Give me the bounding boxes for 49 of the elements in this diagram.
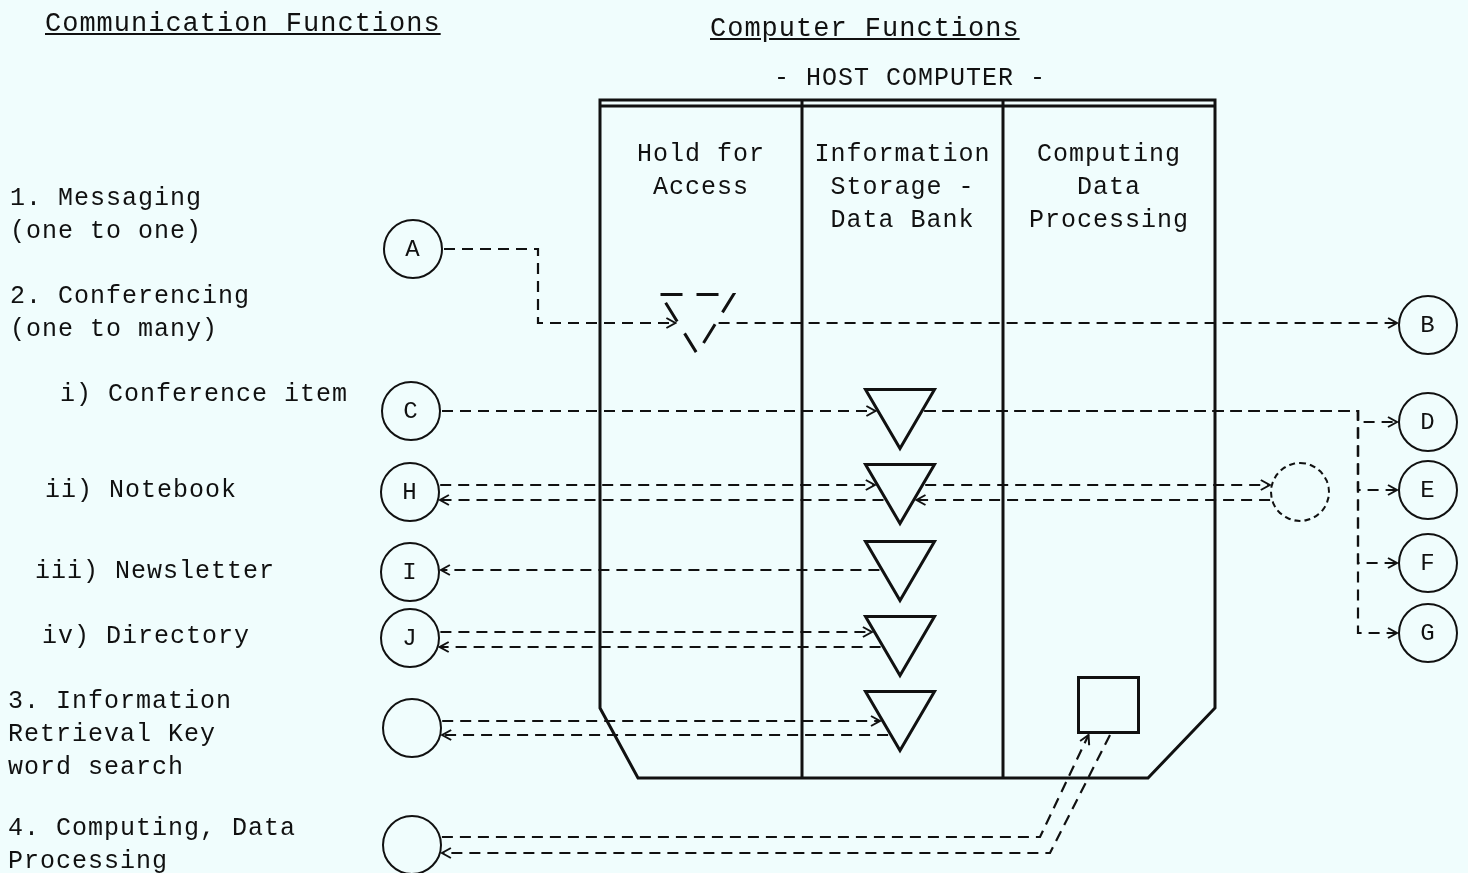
dashed-arrow xyxy=(718,317,1399,329)
list-item: 4. Computing, Data Processing xyxy=(8,813,298,873)
list-item: 1. Messaging (one to one) xyxy=(10,183,204,248)
dashed-arrow xyxy=(440,626,873,638)
circle-node: J xyxy=(380,608,440,668)
circle-node: G xyxy=(1398,603,1458,663)
triangle-symbol xyxy=(864,615,936,677)
triangle-symbol xyxy=(864,690,936,752)
list-item: iii) Newsletter xyxy=(35,556,276,588)
list-item: iv) Directory xyxy=(42,621,251,653)
square-symbol xyxy=(1077,676,1140,734)
circle-node xyxy=(382,698,442,758)
circle-node: D xyxy=(1398,392,1458,452)
triangle-symbol xyxy=(864,540,936,602)
dashed-arrow xyxy=(438,494,884,506)
section-heading: Computer Functions xyxy=(710,13,1020,46)
dashed-arrow xyxy=(440,479,876,491)
circle-node: H xyxy=(380,462,440,522)
list-item: i) Conference item xyxy=(60,379,349,411)
circle-node: C xyxy=(381,381,441,441)
circle-node: B xyxy=(1398,295,1458,355)
column-heading: Information Storage - Data Bank xyxy=(813,139,992,237)
dashed-arrow xyxy=(441,729,889,741)
triangle-symbol xyxy=(864,463,936,525)
dashed-arrow xyxy=(444,247,677,329)
list-item: 3. Information Retrieval Key word search xyxy=(8,686,234,784)
list-item: ii) Notebook xyxy=(45,475,238,507)
dashed-arrow xyxy=(924,409,1398,639)
dashed-circle xyxy=(1270,462,1330,522)
dashed-arrow xyxy=(439,564,880,576)
dashed-arrow xyxy=(442,715,881,727)
circle-node: A xyxy=(383,219,443,279)
dashed-arrow xyxy=(438,641,881,653)
section-heading: Communication Functions xyxy=(45,8,441,41)
circle-node: E xyxy=(1398,460,1458,520)
dashed-arrow xyxy=(441,734,1091,839)
host-computer-title: - HOST COMPUTER - xyxy=(772,63,1047,95)
list-item: 2. Conferencing (one to many) xyxy=(10,281,252,346)
dashed-arrow xyxy=(925,479,1271,491)
circle-node: F xyxy=(1398,533,1458,593)
dashed-arrow xyxy=(915,494,1271,506)
dashed-arrow xyxy=(442,405,877,417)
triangle-symbol xyxy=(864,388,936,450)
dashed-arrow xyxy=(440,734,1111,859)
column-heading: Hold for Access xyxy=(636,139,766,204)
triangle-symbol xyxy=(659,293,735,355)
circle-node xyxy=(382,815,442,873)
circle-node: I xyxy=(380,542,440,602)
column-heading: Computing Data Processing xyxy=(1028,139,1190,237)
